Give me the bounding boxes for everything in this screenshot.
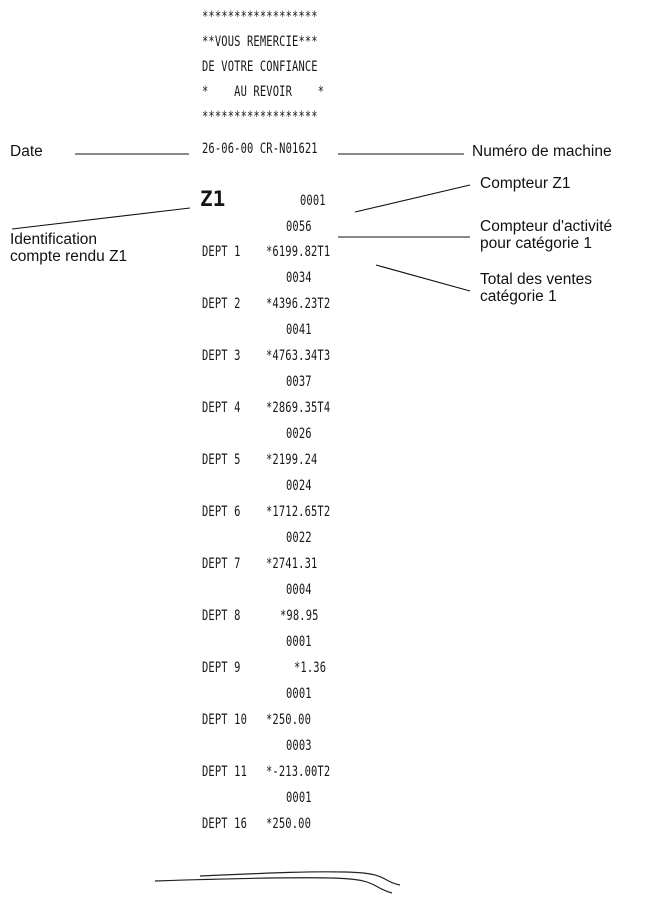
dept-label-1: DEPT 1 xyxy=(202,244,241,260)
dept-label-8: DEPT 8 xyxy=(202,608,241,624)
receipt-header-line-2: **VOUS REMERCIE*** xyxy=(202,34,318,50)
callout-machine-number: Numéro de machine xyxy=(472,143,612,160)
dept-count-2: 0041 xyxy=(286,322,312,338)
callout-activity-line-2: pour catégorie 1 xyxy=(480,235,593,252)
dept-amount-16: *250.00 xyxy=(266,816,312,832)
torn-edge-line-top xyxy=(199,871,401,886)
receipt-header-line-4: * AU REVOIR * xyxy=(202,84,325,100)
dept-label-6: DEPT 6 xyxy=(202,504,241,520)
receipt-header-line-1: ****************** xyxy=(202,9,318,25)
callout-sales-total-line-1: Total des ventes xyxy=(480,271,593,288)
dept-label-10: DEPT 10 xyxy=(202,712,248,728)
dept-label-11: DEPT 11 xyxy=(202,764,248,780)
dept-count-5: 0024 xyxy=(286,478,312,494)
callout-sales-total-line-2: catégorie 1 xyxy=(480,288,557,305)
dept-count-3: 0037 xyxy=(286,374,312,390)
receipt-date-machine-line: 26-06-00 CR-N01621 xyxy=(202,141,318,157)
dept-amount-1: *6199.82T1 xyxy=(266,244,331,260)
callout-identification-line-1: Identification xyxy=(10,231,98,248)
torn-edge-line-bottom xyxy=(154,877,393,894)
dept-label-9: DEPT 9 xyxy=(202,660,241,676)
dept-amount-4: *2869.35T4 xyxy=(266,400,331,416)
dept-label-2: DEPT 2 xyxy=(202,296,241,312)
dept-count-4: 0026 xyxy=(286,426,312,442)
identification-leader-line xyxy=(11,207,191,230)
dept-count-6: 0022 xyxy=(286,530,312,546)
dept-label-5: DEPT 5 xyxy=(202,452,241,468)
dept-count-8: 0001 xyxy=(286,634,312,650)
dept-label-3: DEPT 3 xyxy=(202,348,241,364)
dept-count-1: 0034 xyxy=(286,270,312,286)
callout-activity-line-1: Compteur d'activité xyxy=(480,218,613,235)
callout-date: Date xyxy=(10,143,43,160)
z-counter-value: 0001 xyxy=(300,193,326,209)
dept-count-9: 0001 xyxy=(286,686,312,702)
dept-count-11: 0001 xyxy=(286,790,312,806)
dept-amount-11: *-213.00T2 xyxy=(266,764,331,780)
z1-report-mark: Z1 xyxy=(200,187,226,211)
activity-counter-value: 0056 xyxy=(286,219,312,235)
dept-amount-7: *2741.31 xyxy=(266,556,318,572)
z-counter-leader-line xyxy=(354,184,471,213)
dept-amount-6: *1712.65T2 xyxy=(266,504,331,520)
dept-label-4: DEPT 4 xyxy=(202,400,241,416)
dept-amount-9: *1.36 xyxy=(294,660,327,676)
dept-amount-8: *98.95 xyxy=(280,608,319,624)
receipt-header-line-3: DE VOTRE CONFIANCE xyxy=(202,59,318,75)
callout-identification-line-2: compte rendu Z1 xyxy=(10,248,128,265)
dept-amount-5: *2199.24 xyxy=(266,452,318,468)
sales-total-leader-line xyxy=(375,264,471,292)
dept-amount-10: *250.00 xyxy=(266,712,312,728)
dept-count-10: 0003 xyxy=(286,738,312,754)
receipt-header-line-5: ****************** xyxy=(202,109,318,125)
dept-label-7: DEPT 7 xyxy=(202,556,241,572)
dept-label-16: DEPT 16 xyxy=(202,816,248,832)
callout-z-counter: Compteur Z1 xyxy=(480,175,571,192)
dept-count-7: 0004 xyxy=(286,582,312,598)
dept-amount-2: *4396.23T2 xyxy=(266,296,331,312)
dept-amount-3: *4763.34T3 xyxy=(266,348,331,364)
